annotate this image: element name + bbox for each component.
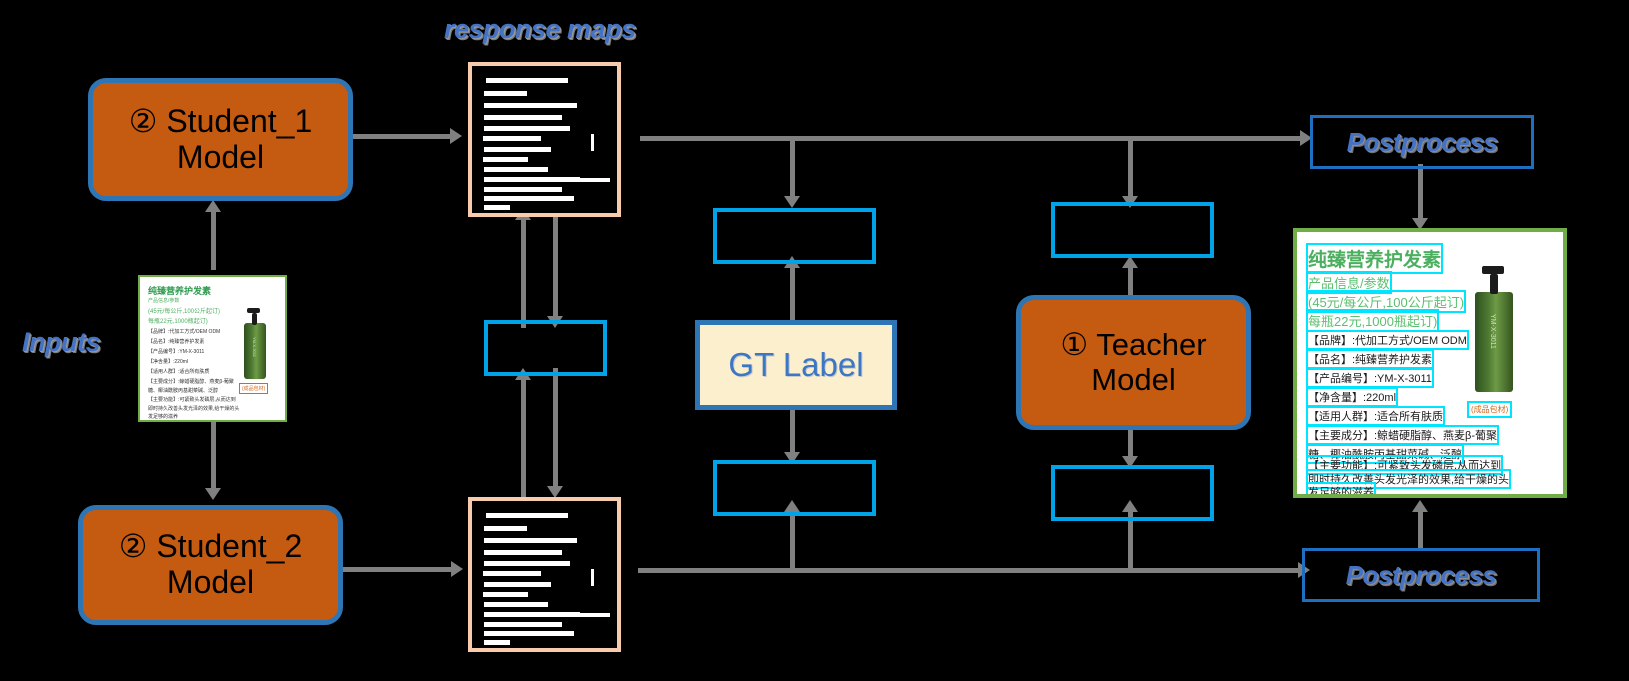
arrow-student2-to-respmap [343,567,453,572]
ocr-card-row: 糖、椰油酰胺丙基甜菜碱、泛醇 [1306,444,1464,464]
ocr-card-bottle-label: YM-X-3011 [1489,314,1496,349]
arrow-posttop-to-ocrcard [1418,164,1423,222]
student1-line1: Student_1 [166,102,313,139]
input-card-row: 【适用人群】:适合所有肤质 [148,369,210,375]
node-teacher-model[interactable]: ① Teacher Model [1016,295,1251,430]
arrow-bus-bottom-to-teacherloss [1128,510,1133,570]
loss-box-teacher-top[interactable] [1051,202,1214,258]
input-card-subtitle: 产品信息/参数 [148,298,180,304]
input-card-row: 发足够的滋养 [148,414,179,420]
node-student1-model[interactable]: ② Student_1 Model [88,78,353,201]
ocr-card-subtitle: 产品信息/参数 [1306,271,1392,294]
ocr-card-bottle-caption: (成品包材) [1466,401,1513,418]
ocr-card-bottle-neck [1490,274,1498,294]
arrow-gt-to-gtlosstop [790,265,795,320]
ocr-card-row: 即时持久改善头发光泽的效果,给干燥的头 [1305,469,1512,489]
student1-marker: ② [128,102,158,139]
input-card-price1: (45元/每公斤,100公斤起订) [148,309,221,315]
loss-box-teacher-bottom[interactable] [1051,465,1214,521]
response-maps-label: response maps [444,14,636,44]
ocr-card-title: 纯臻营养护发素 [1305,243,1444,274]
input-card-bottle-neck [252,313,257,325]
input-card-row: 【主要成分】:鲸蜡硬脂醇、燕麦β-葡聚 [148,379,234,385]
node-postprocess-bottom[interactable]: Postprocess [1302,548,1540,602]
input-product-card: 纯臻营养护发素 产品信息/参数 (45元/每公斤,100公斤起订) 每瓶22元,… [138,275,287,422]
arrow-bus-top-to-gtloss [790,140,795,202]
ocr-card-row: 【适用人群】:适合所有肤质 [1305,406,1446,426]
node-gt-label[interactable]: GT Label [695,320,897,410]
arrow-respmapbot-to-midloss [521,378,526,498]
arrow-midloss-to-respmapbot [553,368,558,488]
loss-box-response-mid[interactable] [484,320,607,376]
arrowhead-bus-top-to-gtloss [784,196,800,208]
arrow-teacher-to-teacherlosstop [1128,265,1133,320]
input-card-bottle-body [244,323,266,379]
arrowhead-student1-to-respmap [450,128,462,144]
input-card-title: 纯臻营养护发素 [148,286,212,296]
ocr-card-row: 【品牌】:代加工方式/OEM ODM [1306,330,1469,350]
arrow-bus-bottom-to-gtloss [790,510,795,570]
arrow-bus-top [640,136,1308,141]
ocr-card-row: 【品名】:纯臻营养护发素 [1305,349,1435,369]
ocr-card-row: 【主要成分】:鲸蜡硬脂醇、燕麦β-葡聚 [1305,425,1500,445]
arrow-respmaptop-to-midloss [553,208,558,318]
loss-box-gt-top[interactable] [713,208,876,264]
arrow-student1-to-respmap [352,134,452,139]
loss-box-gt-bottom[interactable] [713,460,876,516]
ocr-card-row: 【净含量】:220ml [1305,387,1399,407]
arrow-input-to-student2 [211,420,216,490]
inputs-label: Inputs [22,327,101,357]
arrowhead-postbot-to-ocrcard [1412,500,1428,512]
input-card-row: 【品牌】:代加工方式/OEM ODM [148,329,221,335]
input-card-bottle-pump [247,308,260,313]
arrowhead-student2-to-respmap [451,561,463,577]
student2-line1: Student_2 [156,528,303,565]
arrow-postbot-to-ocrcard [1418,510,1423,550]
ocr-result-card: 纯臻营养护发素 产品信息/参数 (45元/每公斤,100公斤起订) 每瓶22元,… [1293,228,1567,498]
arrow-bus-bottom [638,568,1306,573]
arrow-bus-top-to-teacherloss [1128,140,1133,202]
input-card-row: 【产品编号】:YM-X-3011 [148,349,205,355]
arrow-teacher-to-teacherlossbot [1128,424,1133,464]
teacher-line2: Model [1091,361,1176,397]
ocr-card-price1: (45元/每公斤,100公斤起订) [1305,290,1467,313]
input-card-row: 即时持久改善头发光泽的效果,给干燥的头 [148,406,240,412]
ocr-card-bottle-body [1475,292,1513,392]
student1-line2: Model [176,138,265,175]
response-map-top [468,62,621,217]
input-card-row: 【主要功能】:可紧致头发磷层,从而达到 [148,397,236,403]
arrow-input-to-student1 [211,210,216,270]
student2-marker: ② [118,528,148,565]
arrowhead-input-to-student1 [205,200,221,212]
arrowhead-bus-bottom-to-teacherloss [1122,500,1138,512]
input-card-row: 【净含量】:220ml [148,359,189,365]
arrowhead-bus-top [1300,130,1312,146]
ocr-card-row: 发足够的滋养 [1306,482,1376,494]
arrowhead-midloss-to-respmapbot [547,486,563,498]
arrow-midloss-to-respmaptop [521,218,526,328]
ocr-card-row: 【产品编号】:YM-X-3011 [1306,368,1434,388]
node-student2-model[interactable]: ② Student_2 Model [78,505,343,625]
node-postprocess-top[interactable]: Postprocess [1310,115,1534,169]
arrow-gt-to-gtlossbot [790,400,795,458]
student2-line2: Model [166,564,255,600]
input-card-row: 糖、椰油酰胺丙基甜菜碱、泛醇 [148,388,219,394]
teacher-marker: ① [1060,326,1089,362]
ocr-card-price2: 每瓶22元,1000瓶起订) [1305,309,1440,332]
teacher-line1: Teacher [1096,326,1207,362]
arrowhead-input-to-student2 [205,488,221,500]
input-card-row: 【品名】:纯臻营养护发素 [148,339,205,345]
arrowhead-posttop-to-ocrcard [1412,218,1428,230]
input-card-bottle-label: YM-X-3011 [252,337,257,357]
input-card-price2: 每瓶22元,1000瓶起订) [148,319,208,325]
arrowhead-bus-bottom-to-gtloss [784,500,800,512]
ocr-card-row: 【主要功能】:可紧致头发磷层,从而达到 [1305,455,1504,475]
ocr-card-bottle-pump [1482,266,1504,274]
arrowhead-teacher-to-teacherlosstop [1122,256,1138,268]
response-map-bottom [468,497,621,652]
input-card-bottle-caption: (成品包材) [239,383,269,394]
